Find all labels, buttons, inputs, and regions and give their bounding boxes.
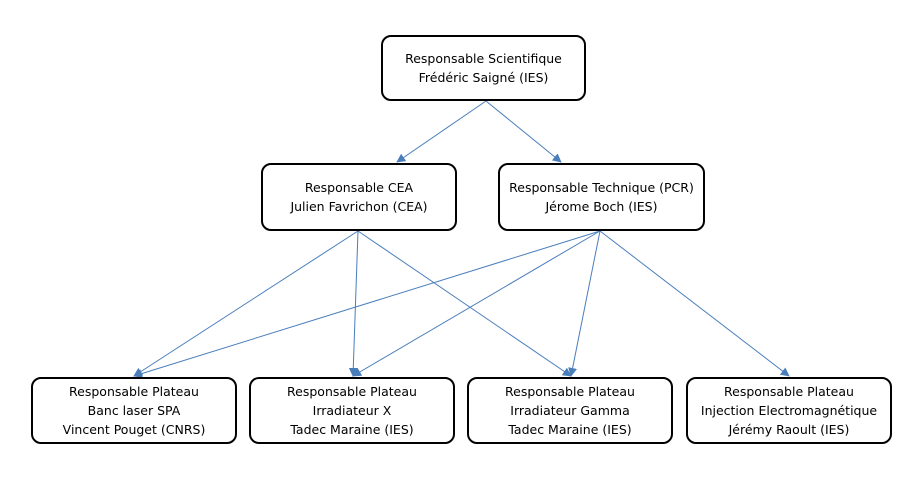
node-person-label: Jérome Boch (IES): [545, 199, 658, 214]
edge-scientifique-to-technique: [485, 100, 562, 163]
node-responsable-cea: Responsable CEA Julien Favrichon (CEA): [261, 163, 457, 231]
edge-cea-to-gamma: [357, 230, 572, 377]
edge-technique-to-spa: [133, 230, 601, 378]
node-platform-label: Injection Electromagnétique: [700, 403, 878, 418]
node-role-label: Responsable Plateau: [69, 384, 199, 399]
node-role-label: Responsable CEA: [304, 180, 414, 195]
node-plateau-irradiateur-x: Responsable Plateau Irradiateur X Tadec …: [249, 377, 455, 444]
node-person-label: Tadec Maraine (IES): [290, 422, 414, 437]
edge-cea-to-x: [348, 230, 359, 377]
node-platform-label: Irradiateur X: [312, 403, 392, 418]
edge-scientifique-to-cea: [396, 100, 487, 163]
node-plateau-banc-laser-spa: Responsable Plateau Banc laser SPA Vince…: [31, 377, 237, 444]
node-plateau-irradiateur-gamma: Responsable Plateau Irradiateur Gamma Ta…: [467, 377, 673, 444]
edge-cea-to-spa: [133, 230, 359, 377]
node-role-label: Responsable Plateau: [287, 384, 417, 399]
edge-technique-to-x: [352, 230, 601, 377]
node-person-label: Julien Favrichon (CEA): [290, 199, 428, 214]
node-role-label: Responsable Technique (PCR): [509, 180, 694, 195]
node-responsable-technique: Responsable Technique (PCR) Jérome Boch …: [498, 163, 705, 231]
node-responsable-scientifique: Responsable Scientifique Frédéric Saigné…: [381, 35, 586, 101]
node-person-label: Frédéric Saigné (IES): [418, 70, 549, 85]
node-platform-label: Irradiateur Gamma: [510, 403, 630, 418]
node-role-label: Responsable Plateau: [505, 384, 635, 399]
node-person-label: Vincent Pouget (CNRS): [62, 422, 206, 437]
node-person-label: Jérémy Raoult (IES): [728, 422, 850, 437]
node-role-label: Responsable Plateau: [724, 384, 854, 399]
edge-technique-to-gamma: [568, 230, 601, 377]
node-role-label: Responsable Scientifique: [405, 51, 562, 66]
node-platform-label: Banc laser SPA: [87, 403, 181, 418]
node-person-label: Tadec Maraine (IES): [508, 422, 632, 437]
node-plateau-injection-electromagnetique: Responsable Plateau Injection Electromag…: [686, 377, 892, 444]
edge-technique-to-injection: [599, 230, 790, 377]
